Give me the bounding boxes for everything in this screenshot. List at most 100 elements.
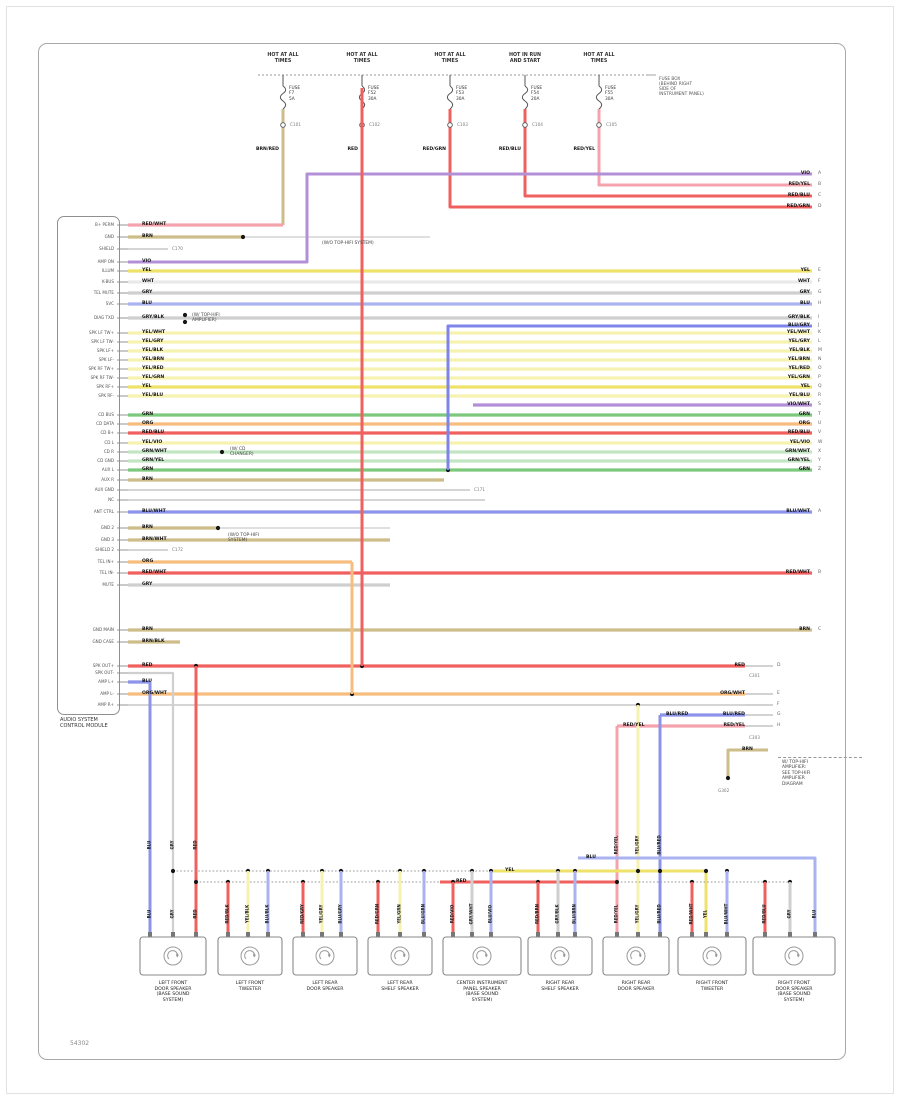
speaker-terminal (320, 932, 324, 937)
wire-code-right: WHT (797, 279, 810, 285)
module-pin-label: B+ PERM (95, 221, 114, 227)
speaker-label: RIGHT REAR (621, 981, 651, 986)
speaker-terminal (470, 932, 474, 937)
speaker-label: LEFT FRONT (235, 981, 265, 986)
fuse-rating: F55 (605, 91, 613, 97)
wire-code-left: GRY (142, 290, 153, 296)
speaker-terminal (398, 932, 402, 937)
speaker-label: (BASE SOUND (156, 992, 190, 997)
speaker-wire-code: GRY/BLK (554, 904, 560, 924)
wire-code-left: YEL/BLU (142, 393, 164, 399)
module-pin-label: GND (104, 233, 114, 239)
fuse-header: TIMES (353, 58, 371, 64)
wire-code-right: BRN (799, 627, 810, 633)
module-pin-label: SPK LF- (98, 356, 114, 362)
speaker-arrowhead-icon (176, 953, 179, 957)
wire-code-left: YEL/RED (142, 366, 164, 372)
speaker-wire-code: BLU (146, 840, 152, 850)
junction-dot (635, 868, 641, 874)
exit-letter: B (818, 570, 822, 576)
module-pin-label: SPK RF- (98, 392, 114, 398)
speaker-arrowhead-icon (328, 953, 331, 957)
fuse-header: AND START (509, 58, 541, 64)
module-pin-label: AMP R+ (97, 701, 114, 707)
speaker-wire-code: RED/BLU (761, 904, 767, 924)
exit-letter: O (818, 366, 822, 372)
wire-code-right: YEL/BRN (788, 357, 810, 363)
fuse-connector (596, 122, 602, 128)
diagram-frame (38, 43, 846, 1060)
exit-letter: E (777, 691, 780, 697)
exit-letter: W (818, 440, 823, 446)
speaker-label: PANEL SPEAKER (463, 986, 501, 992)
module-pin-label: SPK RF TW+ (88, 365, 114, 371)
speaker-wire-code: BLU/BRN (571, 904, 577, 924)
exit-letter: H (777, 723, 781, 729)
exit-letter: G (777, 712, 781, 718)
speaker-label: SYSTEM) (471, 997, 493, 1003)
wire-code-right: VIO/WHT (787, 402, 810, 408)
wire-code-right: GRN/WHT (785, 449, 810, 455)
speaker-terminal (266, 932, 270, 937)
speaker-label: TWEETER (238, 986, 262, 992)
exit-letter: D (777, 663, 781, 669)
speaker-arrowhead-icon (639, 953, 642, 957)
speaker-label: LEFT FRONT (158, 981, 188, 986)
speaker-box (292, 936, 358, 976)
wire-code-right: RED (734, 663, 746, 669)
wire-code-left: GRN (142, 467, 154, 473)
junction-dot (215, 525, 221, 531)
fuse-rating: F53 (456, 91, 464, 97)
note-divider (778, 757, 862, 758)
exit-letter: A (818, 171, 822, 176)
speaker-label: SYSTEM) (162, 997, 184, 1003)
wire-code-right: GRN/YEL (787, 458, 810, 464)
exit-letter: B (818, 182, 822, 187)
fuse-rating: 30A (456, 96, 465, 102)
speaker-label: DOOR SPEAKER (306, 986, 344, 992)
module-pin-label: TEL MUTE (93, 289, 114, 295)
module-pin-label: SPK OUT+ (92, 662, 114, 668)
wire-route (578, 856, 817, 933)
wire-code-left: YEL/VIO (142, 440, 163, 446)
speaker-terminal (573, 932, 577, 937)
wire-code-left: YEL/GRN (142, 375, 165, 381)
wire-code: BRN (742, 747, 753, 753)
speaker-wire-code: RED/GRN (374, 903, 380, 925)
speaker-arrowhead-icon (253, 953, 256, 957)
wire-code-left: BRN (142, 234, 153, 240)
fuse-symbol (358, 85, 366, 110)
speaker-wire-code: BLU/GRY (337, 904, 343, 924)
wire-code-right: BLU/RED (722, 712, 745, 718)
fuse-symbol (446, 85, 454, 110)
fuse-symbol (521, 85, 529, 110)
speaker-wire-code: GRY (169, 909, 175, 919)
exit-letter: L (818, 339, 821, 345)
fuse-symbol (279, 85, 287, 110)
speaker-wire-code: BLU/VIO (487, 904, 493, 924)
inline-note: CHANGER) (230, 452, 254, 458)
fuse-rating: FUSE (456, 86, 468, 91)
page-number: 54302 (70, 1040, 90, 1047)
module-pin-label: SHIELD 2 (95, 546, 114, 552)
wire-code-right: YEL/RED (788, 366, 810, 372)
speaker-terminal (813, 932, 817, 937)
fuse-connector-label: C105 (606, 122, 617, 127)
module-pin-label: SPK RF+ (96, 383, 114, 389)
fuse-wire-code: BRN/RED (255, 147, 279, 152)
speaker-label: LEFT REAR (312, 981, 338, 986)
wire-code-left: RED/WHT (142, 570, 167, 576)
junction-dot (614, 879, 620, 885)
junction-dot (193, 879, 199, 885)
wire-code-left: GRN/YEL (142, 458, 165, 464)
fuse-connector-label: C101 (290, 122, 301, 127)
speaker-terminal (339, 932, 343, 937)
fuse-rating: F54 (531, 91, 539, 97)
fuse-wire (597, 109, 812, 187)
wire-code-right: YEL/BLK (788, 348, 810, 354)
speaker-box (602, 936, 670, 976)
speaker-terminal (725, 932, 729, 937)
wire-code-left: BLU (142, 301, 152, 307)
scan-border (6, 6, 894, 1094)
